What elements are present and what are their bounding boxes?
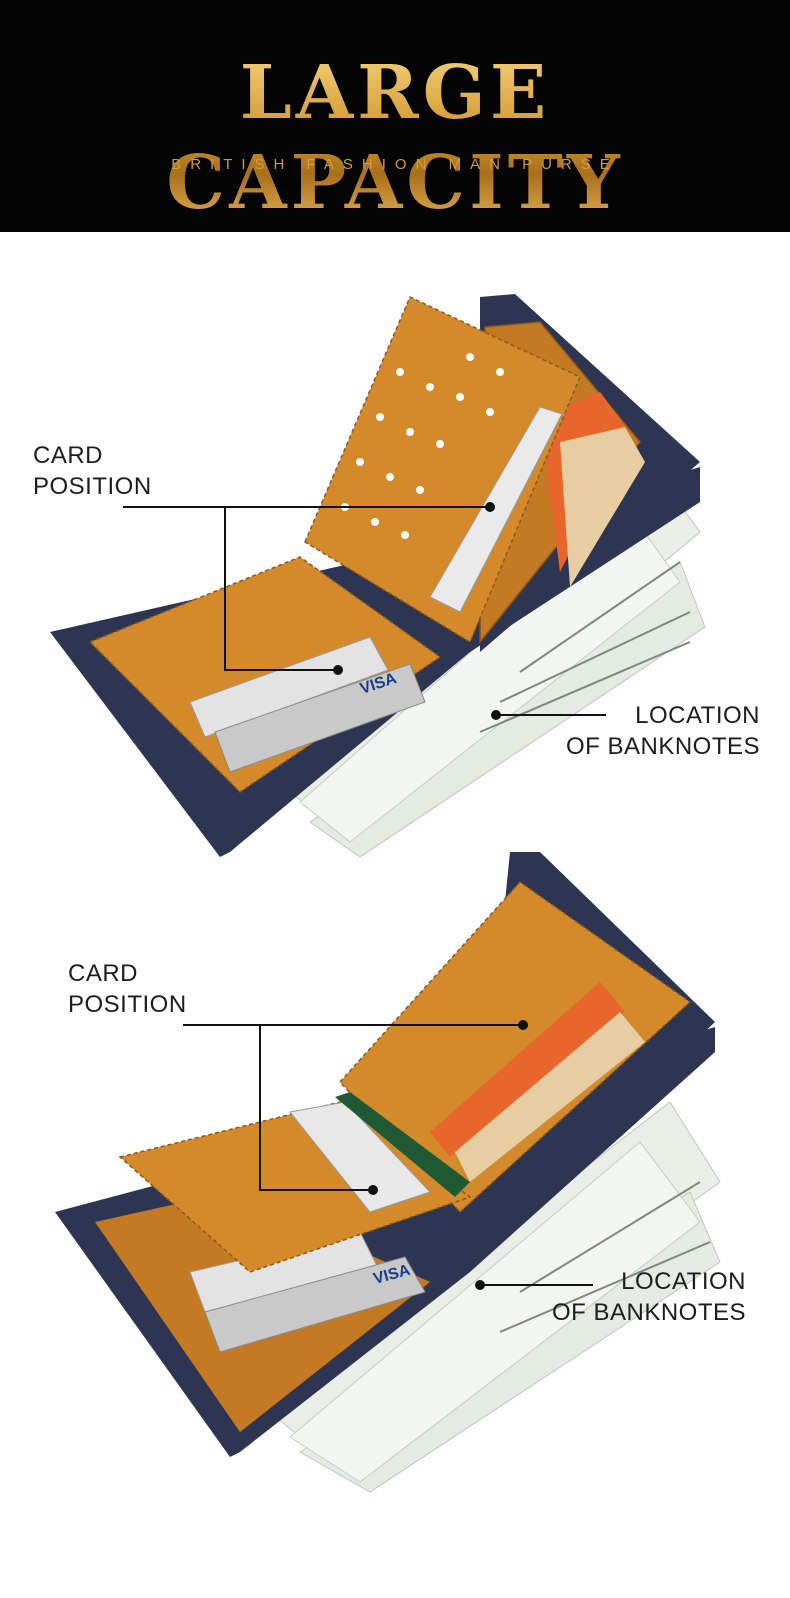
wallet-photo-open-bottom: VISA xyxy=(0,852,790,1572)
wallet-flap xyxy=(304,295,581,644)
wallet-photo-open-top: VISA xyxy=(0,232,790,872)
banner-title: LARGE CAPACITY xyxy=(0,48,790,228)
banknote-label-line1: LOCATION xyxy=(621,1268,746,1295)
bank-card xyxy=(189,636,389,738)
card-label-line1: CARD xyxy=(33,442,104,469)
banknote-label-2: LOCATION OF BANKNOTES xyxy=(546,1266,746,1328)
banknote-label-line2: OF BANKNOTES xyxy=(565,733,760,760)
card-position-label-2: CARD POSITION xyxy=(68,958,187,1020)
banknote-label-line1: LOCATION xyxy=(635,702,760,729)
card-label-line2: POSITION xyxy=(68,991,187,1018)
banknote-label-1: LOCATION OF BANKNOTES xyxy=(560,700,760,762)
card-label-line2: POSITION xyxy=(33,473,152,500)
banknote-stack xyxy=(269,1101,721,1493)
visa-card xyxy=(214,663,426,773)
header-banner: LARGE CAPACITY BRITISH FASHION MAN PURSE xyxy=(0,0,790,232)
banknote-label-line2: OF BANKNOTES xyxy=(551,1299,746,1326)
card-label-line1: CARD xyxy=(68,960,139,987)
banner-subtitle: BRITISH FASHION MAN PURSE xyxy=(171,156,619,173)
card-position-label-1: CARD POSITION xyxy=(33,440,152,502)
